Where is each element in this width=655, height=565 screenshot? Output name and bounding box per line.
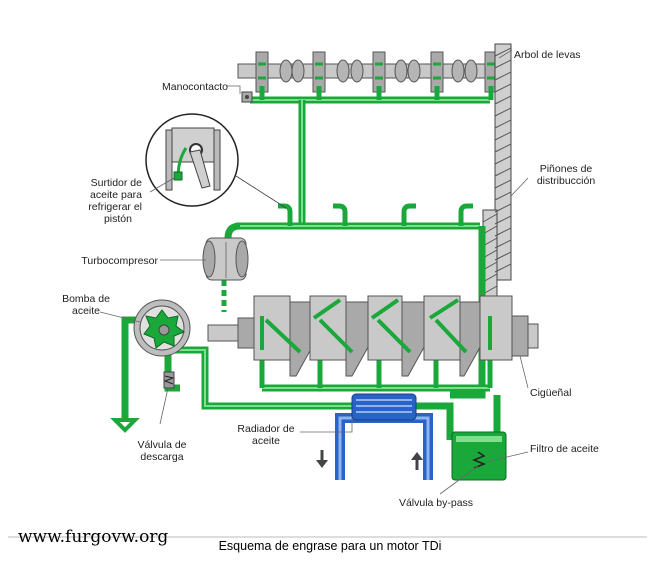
crankshaft [207,295,539,377]
relief-valve [163,371,175,389]
oil-pump [133,299,191,357]
label-radiador-line1: Radiador de [237,423,294,435]
label-bomba-line1: Bomba de [62,293,110,305]
cam-lobes [279,59,478,83]
coolant-arrow-up-icon [411,452,423,470]
label-bomba-line2: aceite [72,305,100,317]
turbo-wheel-right [235,240,249,278]
bypass-valve-spring [471,451,487,469]
piston-inset [145,113,287,209]
label-surtidor-line3: refrigerar el [88,201,142,213]
label-radiador-line2: aceite [252,435,280,447]
label-filtro: Filtro de aceite [530,443,599,455]
label-surtidor-line4: pistón [104,213,132,225]
site-watermark: www.furgovw.org [18,527,168,547]
label-manocontacto: Manocontacto [162,81,228,93]
oil-cooler [316,393,433,480]
camshaft [237,51,501,93]
coolant-arrow-down-icon [316,450,328,468]
label-turbocompresor: Turbocompresor [81,255,158,267]
diagram-caption: Esquema de engrase para un motor TDi [219,539,442,553]
oil-filter [451,431,507,481]
label-valvula-descarga-line2: descarga [140,451,183,463]
cam-bearing-oil [258,62,495,80]
label-surtidor-line1: Surtidor de [91,177,143,189]
turbo-wheel-left [202,240,216,278]
label-pinones-line1: Piñones de [540,163,593,175]
camshaft-bearings [255,51,498,93]
labels: Arbol de levas Manocontacto Surtidor de … [62,49,599,509]
turbocharger [202,237,249,281]
label-pinones-line2: distribucción [537,175,596,187]
label-ciguenal: Cigüeñal [530,387,571,399]
label-valvula-descarga-line1: Válvula de [137,439,186,451]
timing-belt-upper [494,43,512,281]
label-arbol-de-levas: Arbol de levas [514,49,581,61]
leader-lines [99,49,529,495]
label-valvula-bypass: Válvula by-pass [399,497,473,509]
crank-pulley [511,315,529,357]
label-surtidor-line2: aceite para [90,189,142,201]
oil-filter-body [451,431,507,481]
pressure-switch [241,91,253,103]
